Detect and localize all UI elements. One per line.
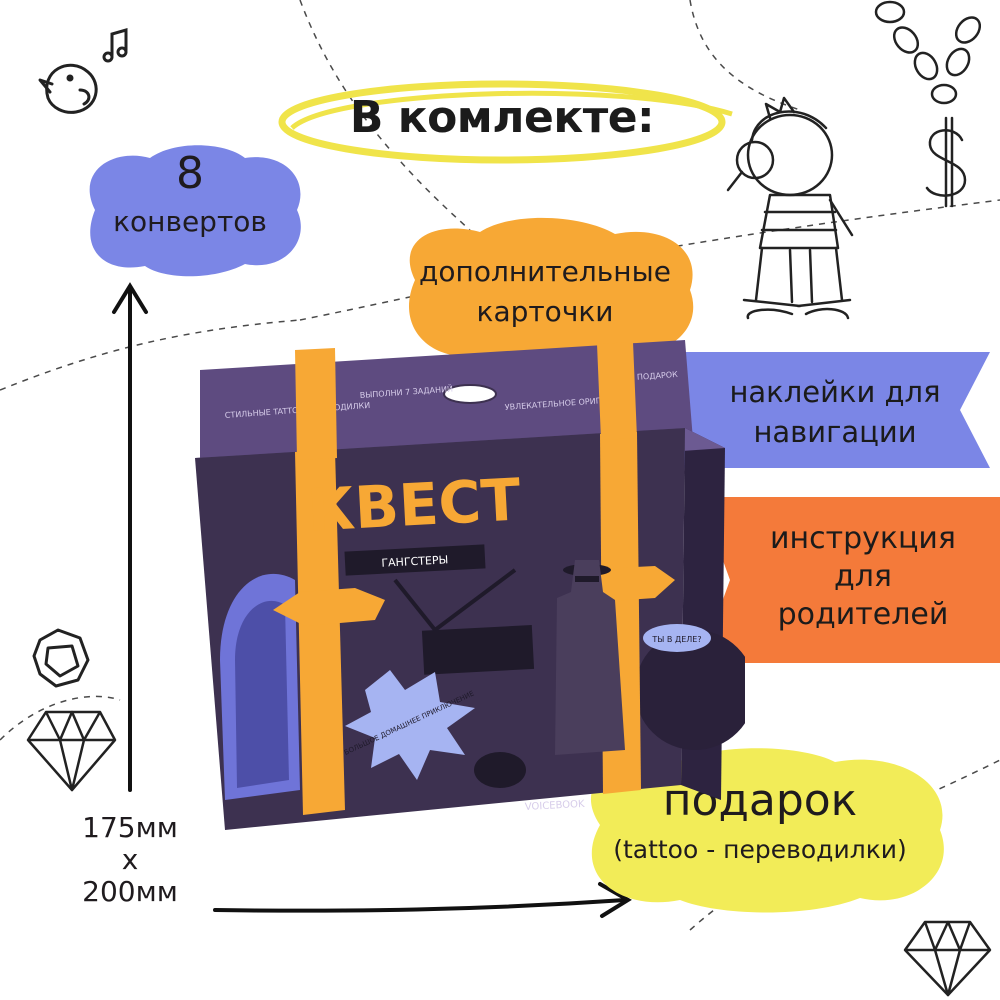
- instructions-line-3: родителей: [777, 597, 949, 632]
- stickers-ribbon: [670, 352, 990, 468]
- gift-subtitle: (tattoo - переводилки): [613, 835, 907, 864]
- cards-line-1: дополнительные: [419, 255, 671, 288]
- product-box: СТИЛЬНЫЕ TATTOO-ПЕРЕВОДИЛКИ ВЫПОЛНИ 7 ЗА…: [195, 340, 745, 830]
- box-subtitle-banner: [344, 544, 486, 576]
- cards-line-2: карточки: [476, 295, 614, 328]
- dimension-times: х: [121, 843, 139, 876]
- gem-octagon-icon: [32, 628, 90, 688]
- envelopes-blob: [89, 145, 301, 277]
- box-subtitle: ГАНГСТЕРЫ: [381, 553, 448, 569]
- instructions-ribbon: [700, 497, 1000, 663]
- dashed-curve-top: [299, 0, 471, 231]
- page-title: В комлекте:: [349, 92, 655, 143]
- box-arch-window-dark: [235, 600, 289, 788]
- box-money-bag: [474, 752, 526, 788]
- instructions-line-2: для: [834, 559, 892, 594]
- width-arrow: [213, 882, 632, 918]
- dimensions-label: 175мм х 200мм: [55, 812, 205, 908]
- box-strap-clasp-left: [273, 588, 385, 626]
- box-speech-text: ТЫ В ДЕЛЕ?: [651, 635, 701, 644]
- cards-blob: [409, 217, 694, 365]
- box-suitcase: [421, 624, 535, 675]
- envelopes-count: 8: [176, 148, 204, 199]
- dashed-curve-bottom-left: [0, 695, 121, 741]
- box-gangster-glasses: [575, 576, 599, 582]
- box-speech-bubble: [643, 624, 711, 652]
- cards-label: дополнительные карточки: [385, 252, 705, 332]
- music-note-icon: [102, 28, 128, 63]
- gift-blob: [590, 748, 944, 913]
- boy-with-magnifier-illustration: [726, 96, 854, 320]
- bird-icon: [38, 63, 98, 114]
- dashed-curve-left: [0, 319, 301, 391]
- box-suitcase-chain: [393, 568, 517, 633]
- box-burst: [345, 670, 475, 780]
- box-strap-left: [295, 450, 345, 815]
- diamond-icon-right: [903, 920, 992, 997]
- box-strap-top-left: [295, 348, 337, 460]
- box-corner-circle-right: [635, 630, 745, 750]
- chain-dollar-icon: [874, 0, 982, 208]
- stickers-label: наклейки для навигации: [700, 372, 970, 452]
- stickers-line-1: наклейки для: [729, 375, 941, 409]
- dimension-height: 175мм: [82, 811, 178, 844]
- instructions-label: инструкция для родителей: [738, 520, 988, 634]
- box-gangster: [555, 560, 625, 755]
- hanger-hole: [443, 384, 497, 404]
- box-title: КВЕСТ: [306, 465, 523, 544]
- stickers-line-2: навигации: [753, 415, 917, 449]
- box-strap-clasp-right: [585, 566, 675, 602]
- title-underline-ellipse: [278, 80, 733, 164]
- box-brand: VOICEBOOK: [525, 799, 586, 813]
- diamond-icon-left: [26, 710, 117, 792]
- envelopes-label: конвертов: [113, 205, 267, 238]
- instructions-line-1: инструкция: [770, 521, 956, 556]
- height-arrow: [112, 282, 148, 792]
- dimension-width: 200мм: [82, 875, 178, 908]
- title-badge: В комлекте:: [262, 70, 742, 170]
- box-strap-top-right: [597, 342, 637, 440]
